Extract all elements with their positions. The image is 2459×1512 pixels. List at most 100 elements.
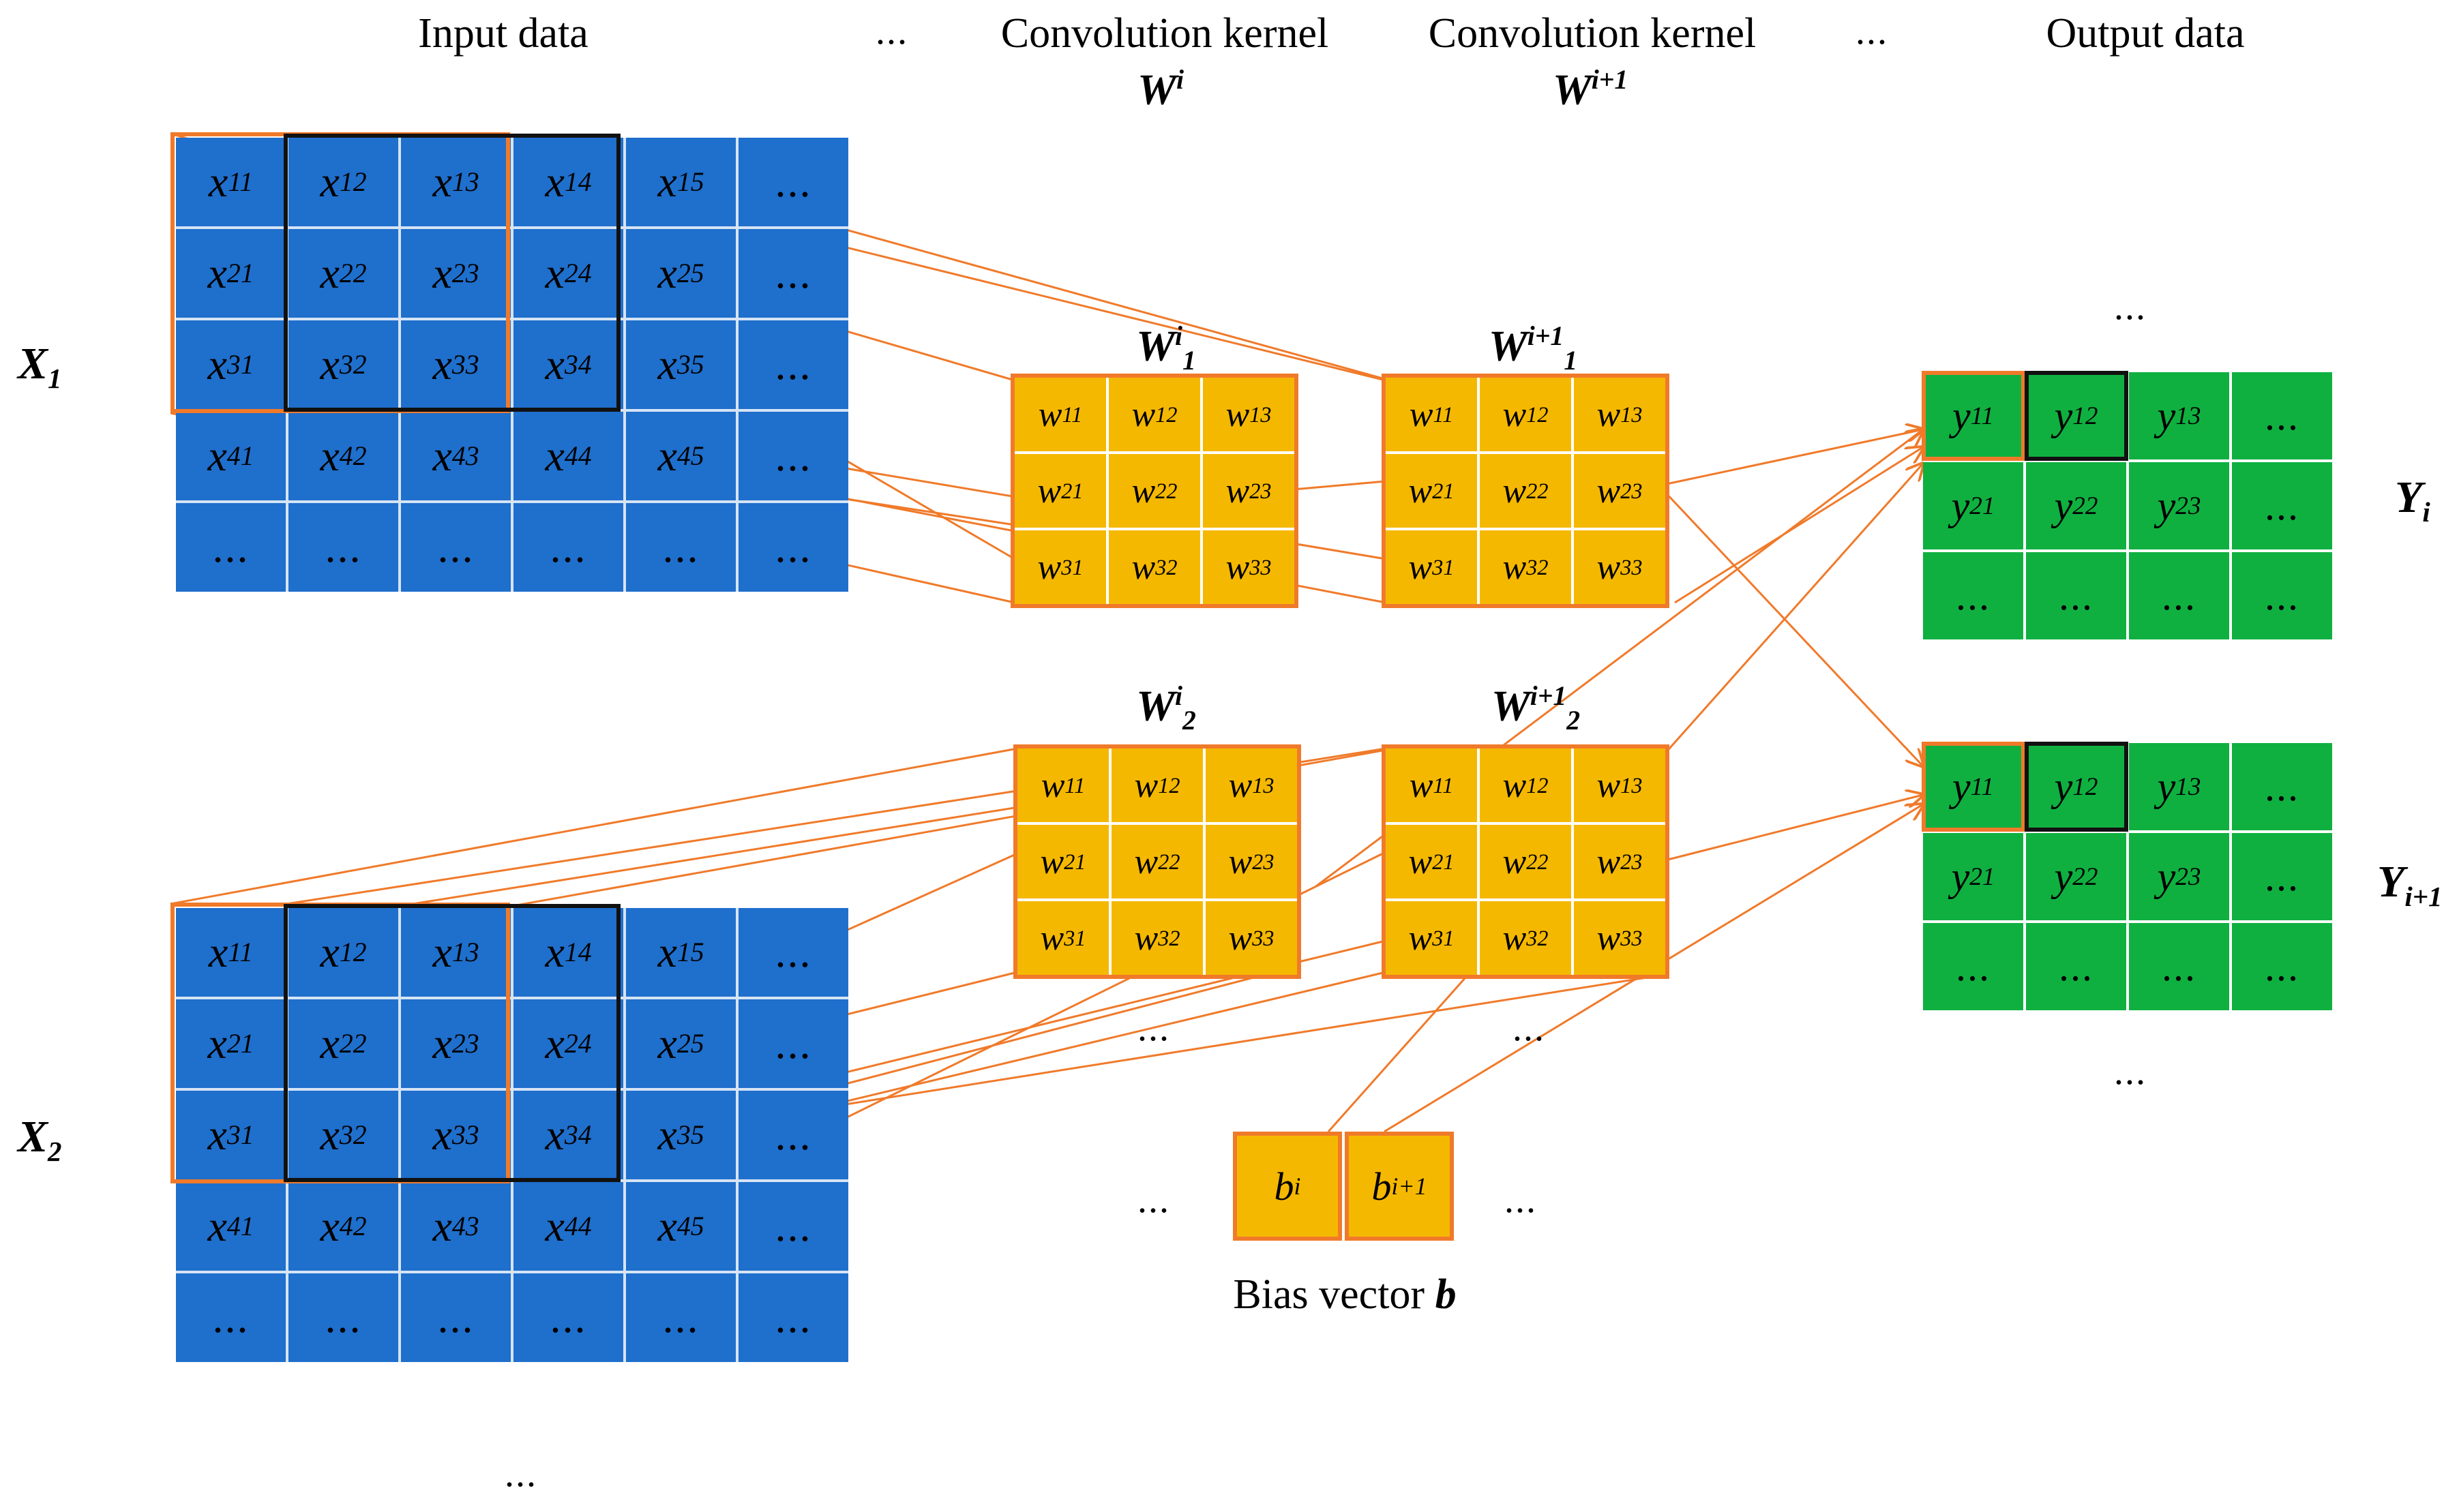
output-cell-symbol: y [2157,393,2176,438]
kernel-cell-index: 12 [1526,772,1549,798]
input-cell-index: 33 [451,350,479,380]
input-cell: ... [739,503,848,592]
input-cell-symbol: x [320,340,340,389]
input-cell-symbol: x [320,249,340,297]
input-cell-symbol: x [657,249,677,297]
kernel-cell-index: 22 [1526,478,1549,503]
input-cell-index: 35 [676,350,704,380]
input-cell-symbol: ... [212,523,250,571]
input-cell-index: 32 [339,1120,367,1150]
kernel-ellipsis-left: ... [1137,1007,1170,1049]
output-cell-index: 21 [1969,862,1995,891]
input-cell-index: 15 [676,937,704,967]
input-cell-index: 14 [564,937,592,967]
input-cell-symbol: x [545,1202,565,1250]
output-ellipsis-top: ... [2114,286,2147,328]
input-cell-symbol: x [320,1019,340,1068]
kernel-cell-index: 32 [1158,925,1180,950]
input-cell-index: 22 [339,258,367,288]
input-cell-symbol: ... [775,157,812,206]
kernel-symbol-w-i1: Wi+1 [1552,65,1628,114]
header-input-data: Input data [418,10,588,57]
output-cell-symbol: y [2054,763,2073,809]
kernel-cell-index: 13 [1249,402,1272,427]
kernel-cell-index: 22 [1158,849,1180,874]
input-cell-symbol: x [208,157,228,206]
input-cell: ... [401,1273,511,1362]
input-cell-symbol: x [657,1202,677,1250]
input-cell-index: 44 [564,441,592,471]
kernel-cell-index: 31 [1064,925,1086,950]
output-cell-symbol: ... [2265,393,2299,438]
input-cell: ... [739,320,848,409]
kernel-cell-symbol: w [1038,395,1062,434]
header-ellipsis-right: ... [1856,10,1888,52]
output-cell-symbol: y [2054,393,2073,438]
input-cell: ... [288,503,398,592]
input-cell-symbol: ... [775,523,812,571]
input-cell-index: 45 [676,441,704,471]
kernel-cell-index: 13 [1620,772,1643,798]
input-cell-index: 12 [339,937,367,967]
output-cell: ... [2232,372,2332,459]
input-cell-index: 24 [564,258,592,288]
kernel-cell-symbol: w [1040,842,1064,881]
kernel-cell-symbol: w [1502,918,1527,958]
output-cell-symbol: y [1952,393,1971,438]
output-cell-index: 12 [2072,402,2098,430]
input-cell-index: 22 [339,1029,367,1059]
input-cell: ... [176,1273,286,1362]
kernel-cell-index: 12 [1158,772,1180,798]
output-cell-index: 22 [2072,862,2098,891]
bias-vector-label: Bias vector b [1233,1271,1457,1318]
kernel-cell-symbol: w [1502,842,1527,881]
connector-line [1666,429,1923,485]
kernel-cell-symbol: w [1037,471,1062,511]
output-cell-index: 22 [2072,492,2098,520]
output-cell-index: 12 [2072,772,2098,801]
input-cell-symbol: x [432,1202,452,1250]
input-cell: ... [739,1273,848,1362]
output-cell-symbol: y [2157,483,2176,528]
input-cell-index: 44 [564,1211,592,1241]
input-cell-symbol: x [320,928,340,976]
kernel-cell-index: 33 [1620,925,1643,950]
kernel-cell-index: 11 [1433,402,1454,427]
input-cell-symbol: x [432,928,452,976]
output-cell: ... [2232,552,2332,639]
output-cell-index: 23 [2175,492,2201,520]
kernel-cell-symbol: w [1225,395,1250,434]
output-cell: ... [2232,833,2332,920]
kernel-cell-symbol: w [1502,547,1527,587]
kernel-cell-index: 32 [1526,554,1549,579]
